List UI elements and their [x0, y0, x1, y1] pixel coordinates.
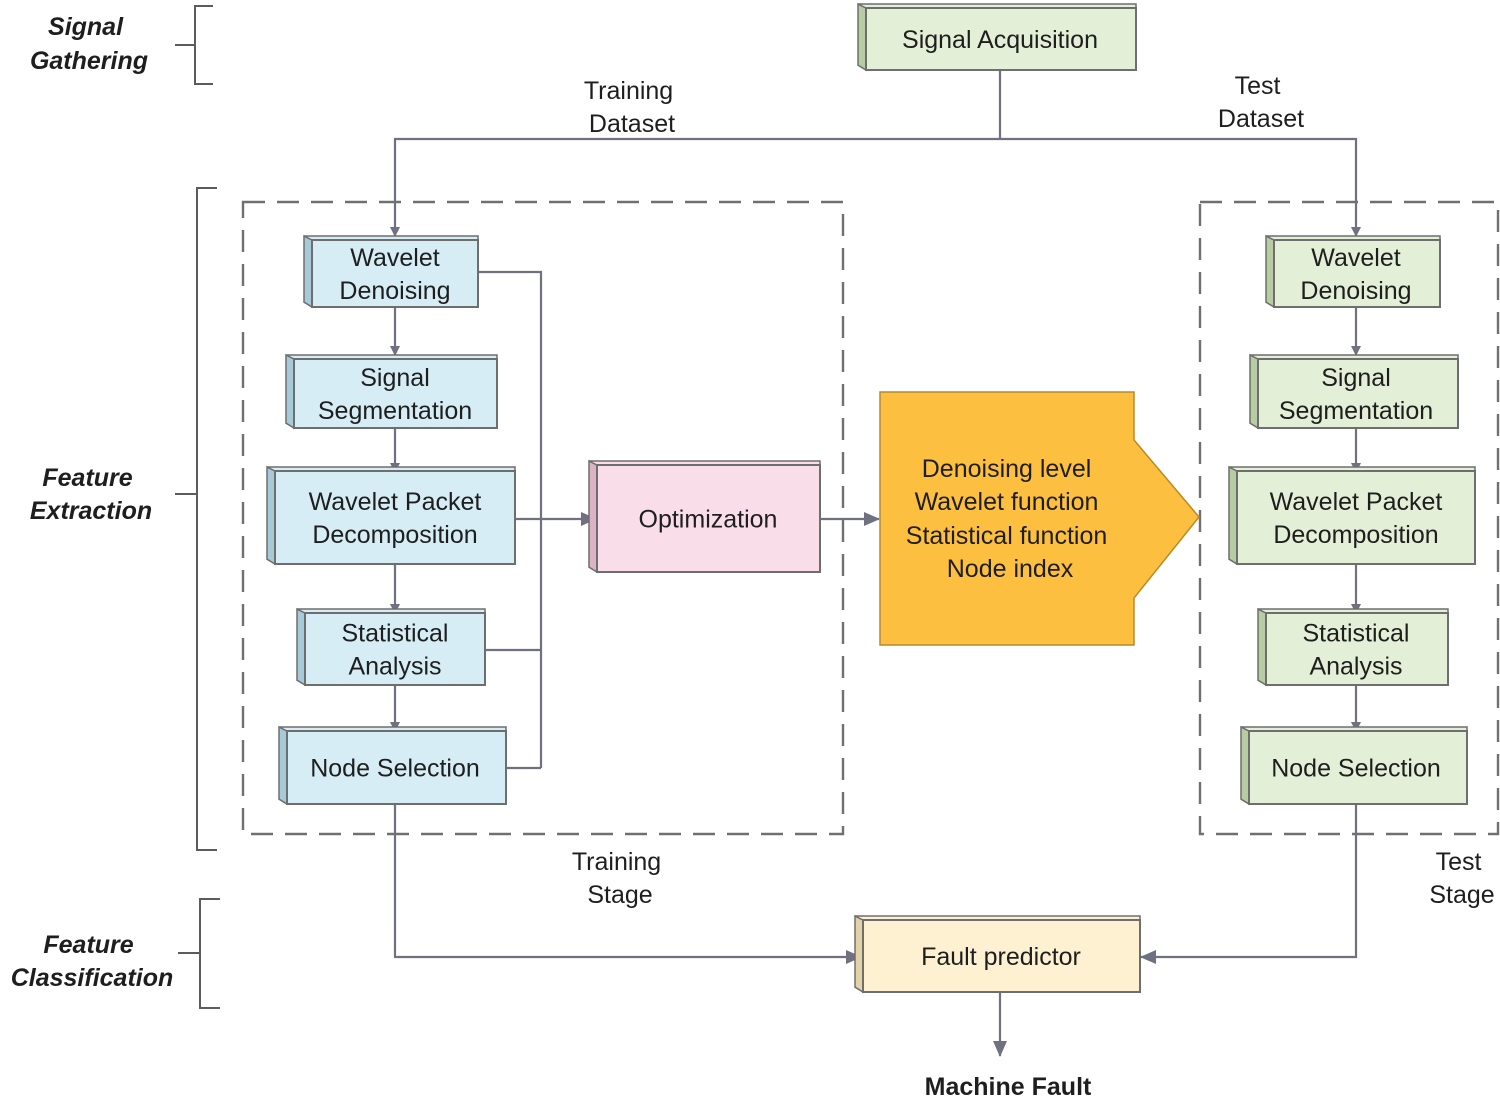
training-dataset-label: Training Dataset: [584, 77, 680, 138]
fault-predictor-box-side-face: [854, 914, 864, 994]
test-wavelet-packet-decomposition-box-side-face: [1228, 465, 1238, 566]
signal-acquisition-box: Signal Acquisition: [857, 2, 1137, 72]
training-wavelet-denoising-box-side-face: [303, 234, 313, 309]
training-wavelet-packet-decomposition-box-front-face: [274, 470, 516, 565]
bus-from-denoising: [478, 270, 543, 768]
test-signal-segmentation-box-front-face: [1257, 358, 1459, 429]
optimized-parameters-arrow: Denoising level Wavelet function Statist…: [879, 391, 1200, 646]
signal-acquisition-box-side-face: [857, 2, 867, 72]
parameters-arrow-shape: [879, 391, 1200, 646]
training-signal-segmentation-box-front-face: [293, 358, 498, 429]
test-wavelet-denoising-box-front-face: [1273, 239, 1441, 308]
optimization-box-front-face: [596, 464, 821, 573]
optimization-box-side-face: [588, 459, 598, 574]
fault-predictor-box-label: Fault predictor: [921, 943, 1081, 971]
section-brackets: [175, 5, 220, 1009]
test-node-selection-box-front-face: [1248, 730, 1468, 805]
test-wavelet-denoising-box-side-face: [1265, 234, 1275, 309]
machine-fault-output-label: Machine Fault: [925, 1073, 1092, 1101]
section-label-feature-extraction: Feature Extraction: [30, 464, 152, 525]
test-stage-frame: [1198, 200, 1500, 836]
bracket-feature-extraction: [175, 187, 217, 851]
training-node-selection-box-side-face: [278, 725, 288, 806]
training-dataset-line: [390, 137, 1000, 237]
test-stage-label: Test Stage: [1429, 848, 1494, 909]
training-statistical-analysis-box-front-face: [304, 612, 486, 686]
training-wavelet-packet-decomposition-box-side-face: [266, 465, 276, 566]
fault-predictor-box-front-face: [862, 919, 1141, 993]
training-wavelet-denoising-box-front-face: [311, 239, 479, 308]
test-statistical-analysis-box-side-face: [1257, 607, 1267, 687]
training-node-selection-box-front-face: [286, 730, 507, 805]
training-stage-label: Training Stage: [572, 848, 668, 909]
connectors: [390, 70, 1361, 1057]
fault-predictor-box: Fault predictor: [854, 914, 1141, 994]
test-node-selection-box-side-face: [1240, 725, 1250, 806]
parameters-text: Denoising level Wavelet function Statist…: [906, 455, 1114, 583]
training-to-predictor-line: [393, 804, 862, 964]
test-signal-segmentation-box-side-face: [1249, 353, 1259, 430]
training-signal-segmentation-box-side-face: [285, 353, 295, 430]
section-label-signal-gathering: Signal Gathering: [30, 13, 148, 75]
signal-acquisition-box-front-face: [865, 7, 1137, 71]
test-node-selection-box-label: Node Selection: [1271, 755, 1441, 783]
bracket-feature-classification: [178, 898, 220, 1009]
training-statistical-analysis-box-side-face: [296, 607, 306, 687]
test-wavelet-packet-decomposition-box-front-face: [1236, 470, 1476, 565]
test-to-predictor-line: [1140, 804, 1358, 964]
test-dataset-label: Test Dataset: [1218, 72, 1304, 133]
training-stage-frame: [241, 200, 845, 836]
test-dataset-line: [1000, 137, 1361, 237]
test-statistical-analysis-box-front-face: [1265, 612, 1449, 686]
training-node-selection-box-label: Node Selection: [310, 755, 480, 783]
section-label-feature-classification: Feature Classification: [11, 931, 174, 992]
optimization-box: Optimization: [588, 459, 821, 574]
training-node-selection-box: Node Selection: [278, 725, 507, 806]
test-node-selection-box: Node Selection: [1240, 725, 1468, 806]
bracket-signal-gathering: [175, 5, 213, 85]
optimization-box-label: Optimization: [639, 506, 778, 534]
signal-acquisition-box-label: Signal Acquisition: [902, 26, 1098, 54]
